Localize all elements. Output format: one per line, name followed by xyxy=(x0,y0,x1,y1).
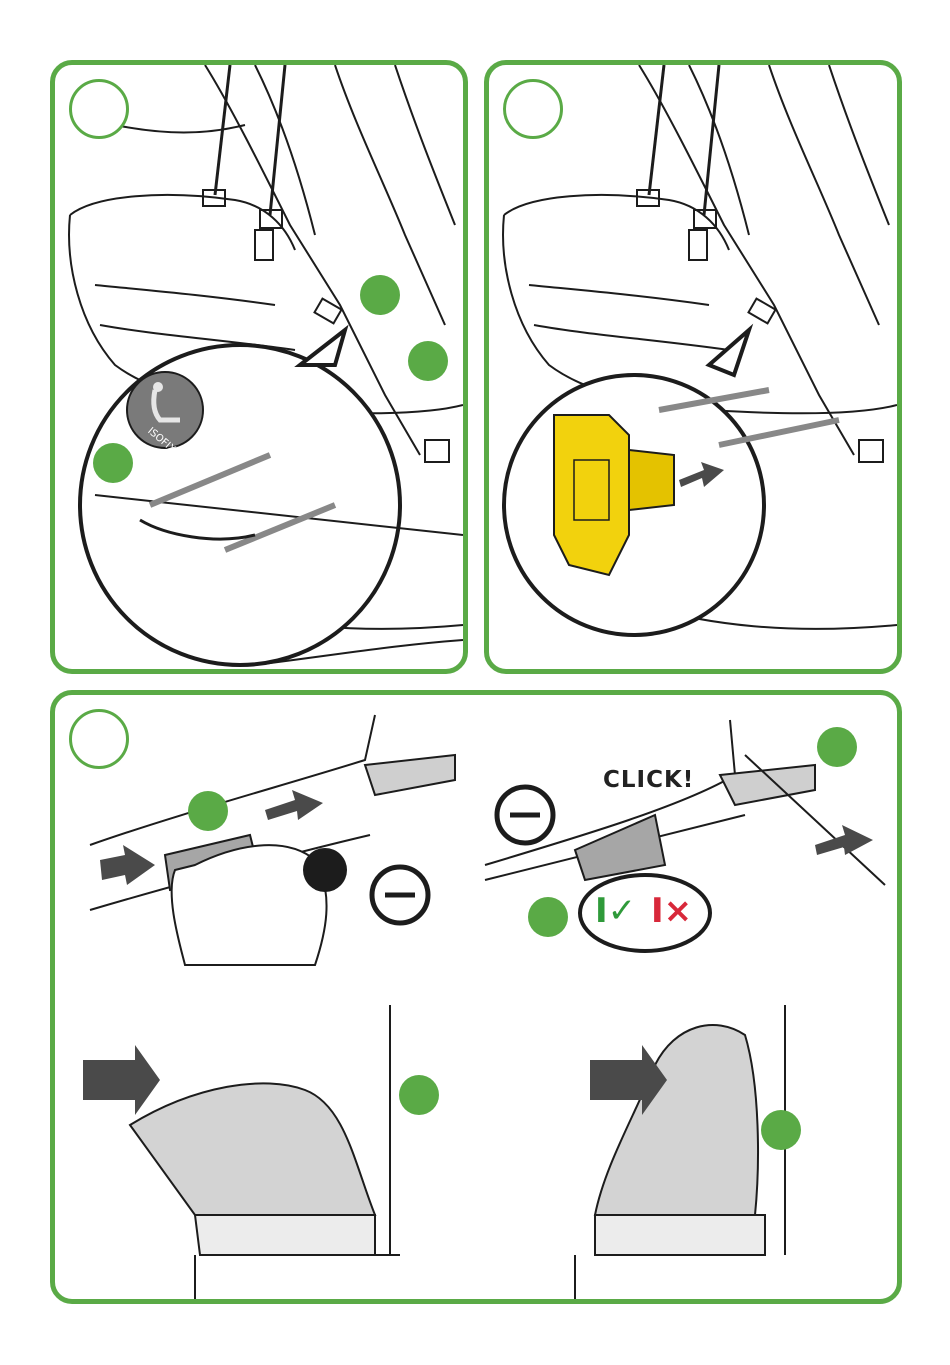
callout-dot-f xyxy=(528,897,568,937)
car-seat-illustration xyxy=(55,65,463,669)
cross-icon: I× xyxy=(651,891,692,931)
callout-dot-e xyxy=(817,727,857,767)
release-button-icon xyxy=(303,848,347,892)
panel-insert-guide xyxy=(484,60,902,674)
step-number-circle xyxy=(69,709,129,769)
step-number-circle xyxy=(503,79,563,139)
step-number-circle xyxy=(69,79,129,139)
rotate-arrows-icon xyxy=(372,787,553,923)
panel-connect-adjust: CLICK! I✓ I× xyxy=(50,690,902,1304)
callout-dot-c xyxy=(93,443,133,483)
callout-dot-g xyxy=(399,1075,439,1115)
click-label: CLICK! xyxy=(603,767,694,793)
callout-dot-h xyxy=(761,1110,801,1150)
callout-dot-a xyxy=(360,275,400,315)
callout-dot-d xyxy=(188,791,228,831)
guide-insertion-illustration xyxy=(489,65,897,669)
panel-isofix-anchor: ISOFIX xyxy=(50,60,468,674)
check-icon: I✓ xyxy=(595,891,636,931)
connect-adjust-illustration xyxy=(55,695,897,1299)
callout-dot-b xyxy=(408,341,448,381)
